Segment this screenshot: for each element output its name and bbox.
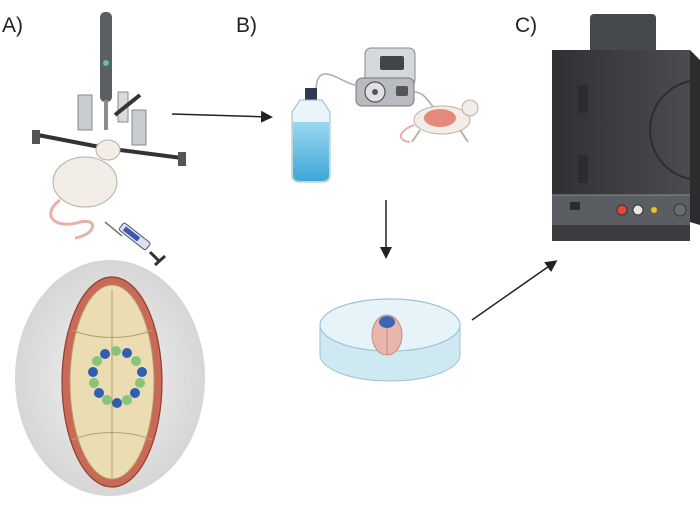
panel-label-b: B) [236, 14, 257, 37]
panel-label-a: A) [2, 14, 23, 37]
syringe-icon [104, 221, 167, 267]
saline-bottle-icon [291, 88, 331, 183]
petri-dish-brain-icon [319, 298, 461, 382]
arrow-dish-to-imaging [471, 260, 558, 321]
imaging-device-icon [552, 14, 700, 241]
skull-window-icon [15, 260, 205, 496]
mouse-icon [49, 139, 121, 240]
stereotaxic-frame-icon [32, 12, 186, 166]
perfused-mouse-icon [399, 99, 479, 143]
perfusion-pump-icon [355, 47, 416, 107]
arrow-a-to-b [171, 110, 273, 123]
injection-ring [88, 346, 147, 408]
panel-label-c: C) [515, 14, 538, 37]
